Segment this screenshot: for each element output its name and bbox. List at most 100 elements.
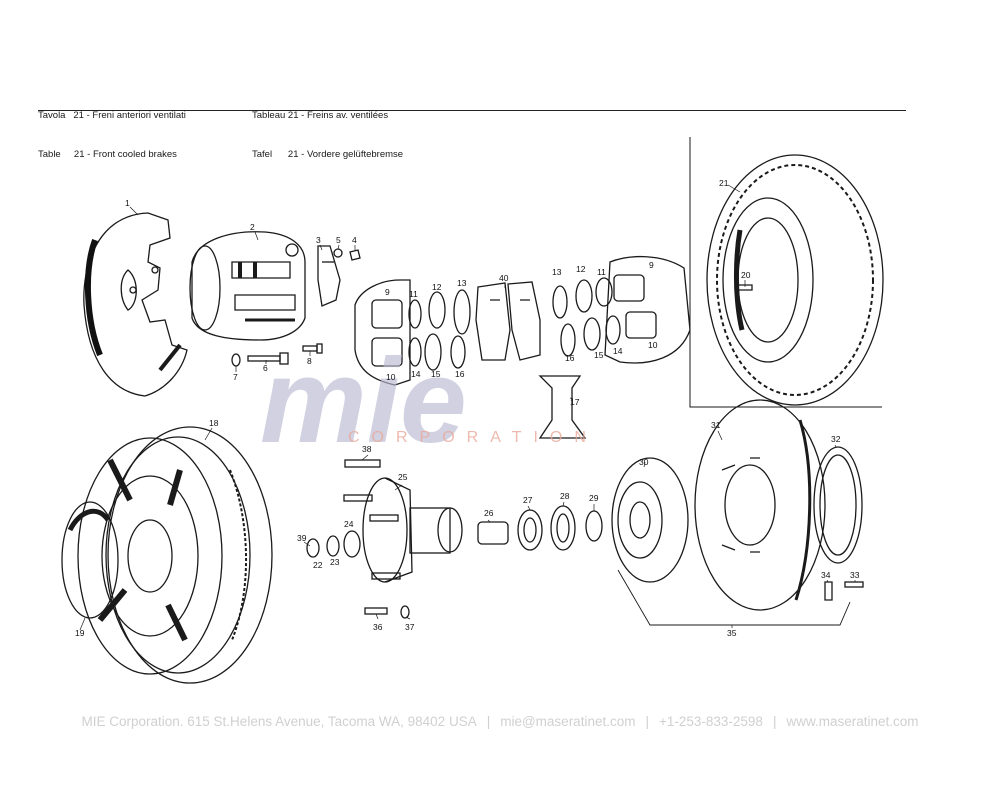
label-part-26: 26 bbox=[484, 508, 494, 518]
part-dust-shield bbox=[83, 212, 188, 397]
part-spacer-26 bbox=[477, 521, 509, 545]
label-part-21: 21 bbox=[719, 178, 729, 188]
part-retaining-clip bbox=[538, 375, 587, 439]
header-row-italian: Tavola 21 - Freni anteriori ventilati bbox=[38, 110, 186, 121]
part-bolt-36 bbox=[364, 607, 388, 615]
label-part-34: 34 bbox=[821, 570, 831, 580]
label-part-13-left: 13 bbox=[457, 278, 467, 288]
watermark-corporation: CORPORATION bbox=[348, 429, 598, 446]
header-left: Tavola 21 - Freni anteriori ventilati Ta… bbox=[38, 83, 186, 174]
label-part-15-left: 15 bbox=[431, 369, 441, 379]
label-part-11-right: 11 bbox=[597, 267, 606, 277]
header-title-german: Vordere gelüftebremse bbox=[306, 149, 404, 160]
label-part-31: 31 bbox=[711, 420, 721, 430]
label-part-16-right: 16 bbox=[565, 353, 575, 363]
header-row-english: Table 21 - Front cooled brakes bbox=[38, 149, 177, 160]
label-part-20: 20 bbox=[741, 270, 751, 280]
label-part-39: 39 bbox=[297, 533, 307, 543]
label-part-7: 7 bbox=[233, 372, 238, 382]
label-part-32: 32 bbox=[831, 434, 841, 444]
header-word: Tafel bbox=[252, 149, 273, 160]
header-table-number: 21 bbox=[287, 149, 299, 160]
header-word: Tavola bbox=[38, 110, 66, 121]
part-washer-small bbox=[333, 248, 343, 258]
label-part-8: 8 bbox=[307, 356, 312, 366]
label-part-9-right: 9 bbox=[649, 260, 654, 270]
label-part-10-right: 10 bbox=[648, 340, 658, 350]
part-brake-caliper bbox=[189, 231, 306, 341]
part-screw-33 bbox=[844, 581, 864, 588]
label-part-12-left: 12 bbox=[432, 282, 442, 292]
part-number-labels: 1 2 3 4 5 6 7 8 9 9 10 10 11 11 12 12 13… bbox=[75, 178, 860, 638]
label-part-13-right: 13 bbox=[552, 267, 562, 277]
part-clip-34 bbox=[824, 581, 833, 601]
label-part-10-left: 10 bbox=[386, 372, 396, 382]
footer: MIE Corporation. 615 St.Helens Avenue, T… bbox=[0, 714, 1000, 729]
tyre-panel-frame bbox=[689, 137, 882, 408]
part-tyre bbox=[706, 154, 884, 406]
part-washer-37 bbox=[400, 605, 410, 619]
part-ring-29 bbox=[585, 510, 603, 542]
leader-lines bbox=[79, 184, 856, 631]
header-title-italian: Freni anteriori ventilati bbox=[92, 110, 186, 121]
header-row-french: Tableau 21 - Freins av. ventilées bbox=[252, 110, 389, 121]
header-right: Tableau 21 - Freins av. ventilées Tafel … bbox=[252, 83, 403, 174]
part-caliper-half-right bbox=[552, 255, 691, 364]
header-table-number: 21 bbox=[73, 110, 84, 121]
label-part-28: 28 bbox=[560, 491, 570, 501]
label-part-17: 17 bbox=[570, 397, 580, 407]
header-word: Table bbox=[38, 149, 61, 160]
part-valve bbox=[734, 284, 753, 291]
part-bolt bbox=[247, 352, 289, 365]
label-part-3: 3 bbox=[316, 235, 321, 245]
label-part-12-right: 12 bbox=[576, 264, 586, 274]
label-part-38: 38 bbox=[362, 444, 372, 454]
label-part-24: 24 bbox=[344, 519, 354, 529]
footer-website-link[interactable]: www.maseratinet.com bbox=[786, 714, 919, 729]
label-part-30: 30 bbox=[639, 457, 649, 467]
header-table-number: 21 bbox=[73, 149, 85, 160]
label-part-23: 23 bbox=[330, 557, 340, 567]
label-part-15-right: 15 bbox=[594, 350, 604, 360]
part-bearing-27 bbox=[517, 509, 543, 551]
label-part-18: 18 bbox=[209, 418, 219, 428]
label-part-37: 37 bbox=[405, 622, 415, 632]
label-part-19: 19 bbox=[75, 628, 85, 638]
label-part-14-left: 14 bbox=[411, 369, 421, 379]
label-part-40: 40 bbox=[499, 273, 509, 283]
label-part-4: 4 bbox=[352, 235, 357, 245]
label-part-29: 29 bbox=[589, 493, 599, 503]
label-part-27: 27 bbox=[523, 495, 533, 505]
watermark-brand: mie bbox=[260, 334, 467, 468]
label-part-2: 2 bbox=[250, 222, 255, 232]
part-caliper-half-left bbox=[354, 279, 471, 386]
footer-separator: | bbox=[486, 714, 491, 729]
label-part-9-left: 9 bbox=[385, 287, 390, 297]
part-disc-hub-carrier bbox=[611, 457, 689, 583]
footer-phone: +1-253-833-2598 bbox=[658, 714, 763, 729]
part-hub-cap bbox=[61, 501, 119, 619]
footer-email-link[interactable]: mie@maseratinet.com bbox=[500, 714, 636, 729]
part-brake-disc bbox=[694, 399, 826, 611]
footer-separator: | bbox=[645, 714, 649, 729]
part-seal-28 bbox=[550, 505, 576, 551]
label-part-16-left: 16 bbox=[455, 369, 465, 379]
part-washer-7 bbox=[231, 353, 241, 367]
header-title-french: Freins av. ventilées bbox=[306, 110, 389, 121]
footer-separator: | bbox=[772, 714, 777, 729]
label-part-5: 5 bbox=[336, 235, 341, 245]
part-hub bbox=[362, 477, 463, 583]
watermark: mie CORPORATION bbox=[260, 334, 598, 468]
label-part-36: 36 bbox=[373, 622, 383, 632]
header-title-english: Front cooled brakes bbox=[92, 149, 177, 160]
header-word: Tableau bbox=[252, 110, 286, 121]
header-table-number: 21 bbox=[287, 110, 299, 121]
part-nut-22-23-24 bbox=[306, 530, 361, 558]
part-bracket bbox=[317, 245, 341, 307]
label-part-6: 6 bbox=[263, 363, 268, 373]
label-part-11-left: 11 bbox=[409, 289, 418, 299]
header-rule bbox=[38, 110, 906, 111]
part-screw-small bbox=[349, 249, 361, 261]
part-wheel-rim bbox=[77, 426, 273, 684]
